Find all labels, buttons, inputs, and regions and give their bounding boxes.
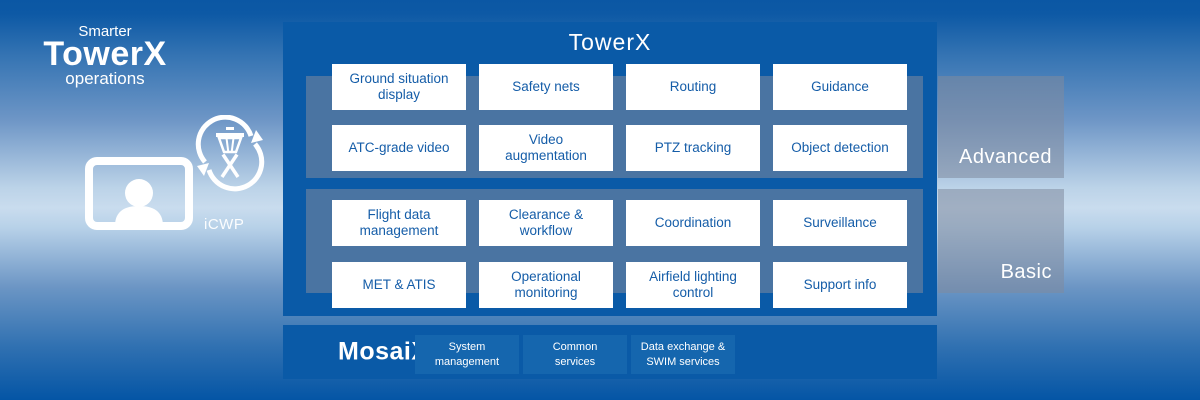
mosaix-tile: Common services (523, 335, 627, 374)
towerx-tile: ATC-grade video (332, 125, 466, 171)
person-icon (115, 179, 163, 226)
icwp-graphic (85, 115, 265, 230)
towerx-tile: Surveillance (773, 200, 907, 246)
advanced-label: Advanced (959, 146, 1052, 168)
advanced-label-box: Advanced (938, 76, 1064, 178)
logo-smarter-text: Smarter (78, 23, 132, 40)
mosaix-title: MosaiX (338, 337, 429, 366)
towerx-tile: Support info (773, 262, 907, 308)
towerx-tile: Safety nets (479, 64, 613, 110)
icwp-label: iCWP (204, 216, 245, 233)
basic-label: Basic (1000, 261, 1052, 283)
monitor-icon (85, 157, 193, 230)
basic-label-box: Basic (938, 189, 1064, 293)
mosaix-tile: Data exchange & SWIM services (631, 335, 735, 374)
towerx-tile: Flight data management (332, 200, 466, 246)
logo-operations-text: operations (65, 69, 145, 88)
brand-logo: Smarter TowerX operations (40, 24, 170, 88)
towerx-tile: Coordination (626, 200, 760, 246)
towerx-tile: Ground situation display (332, 64, 466, 110)
towerx-tile: PTZ tracking (626, 125, 760, 171)
sync-arrows-icon (195, 115, 265, 192)
towerx-tile: Clearance & workflow (479, 200, 613, 246)
towerx-tile: MET & ATIS (332, 262, 466, 308)
logo-towerx-text: TowerX (43, 35, 167, 73)
mosaix-tile: System management (415, 335, 519, 374)
towerx-tile: Operational monitoring (479, 262, 613, 308)
towerx-tile: Airfield lighting control (626, 262, 760, 308)
towerx-tile: Routing (626, 64, 760, 110)
tower-icon (216, 127, 244, 178)
towerx-tile: Object detection (773, 125, 907, 171)
towerx-panel-title: TowerX (568, 29, 652, 55)
towerx-tile: Guidance (773, 64, 907, 110)
towerx-tile: Video augmentation (479, 125, 613, 171)
